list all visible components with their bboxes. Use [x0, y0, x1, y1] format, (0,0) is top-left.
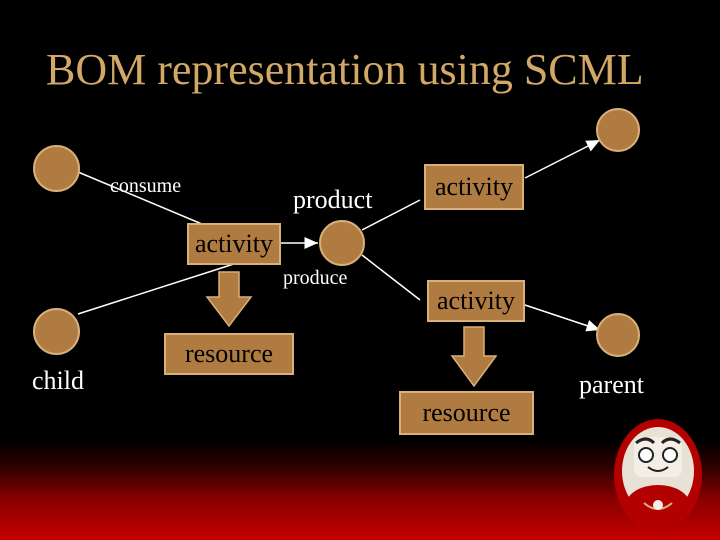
- box-resource-left: resource: [164, 333, 294, 375]
- edge-activity-to-parent-top: [524, 139, 601, 179]
- arrow-down-left: [205, 271, 253, 328]
- node-child-bottom: [33, 308, 80, 355]
- label-parent: parent: [579, 370, 644, 399]
- edge-child-bottom-to-activity: [77, 261, 241, 315]
- daruma-doll-image: [614, 419, 702, 531]
- label-product: product: [293, 185, 373, 214]
- label-child: child: [32, 366, 84, 395]
- node-child-top: [33, 145, 80, 192]
- arrow-down-right: [450, 326, 498, 388]
- box-activity-left: activity: [187, 223, 281, 265]
- slide-title: BOM representation using SCML: [46, 45, 644, 94]
- box-activity-bottom-right: activity: [427, 280, 525, 322]
- edge-product-to-activity-bottom: [361, 254, 421, 301]
- label-produce: produce: [283, 267, 348, 289]
- box-activity-top-right: activity: [424, 164, 524, 210]
- edge-product-to-activity-top: [361, 199, 421, 231]
- node-product: [319, 220, 365, 266]
- node-parent-bottom: [596, 313, 640, 357]
- node-parent-top: [596, 108, 640, 152]
- box-resource-right: resource: [399, 391, 534, 435]
- edge-activity-to-parent-bottom: [524, 304, 601, 332]
- label-consume: consume: [110, 175, 182, 197]
